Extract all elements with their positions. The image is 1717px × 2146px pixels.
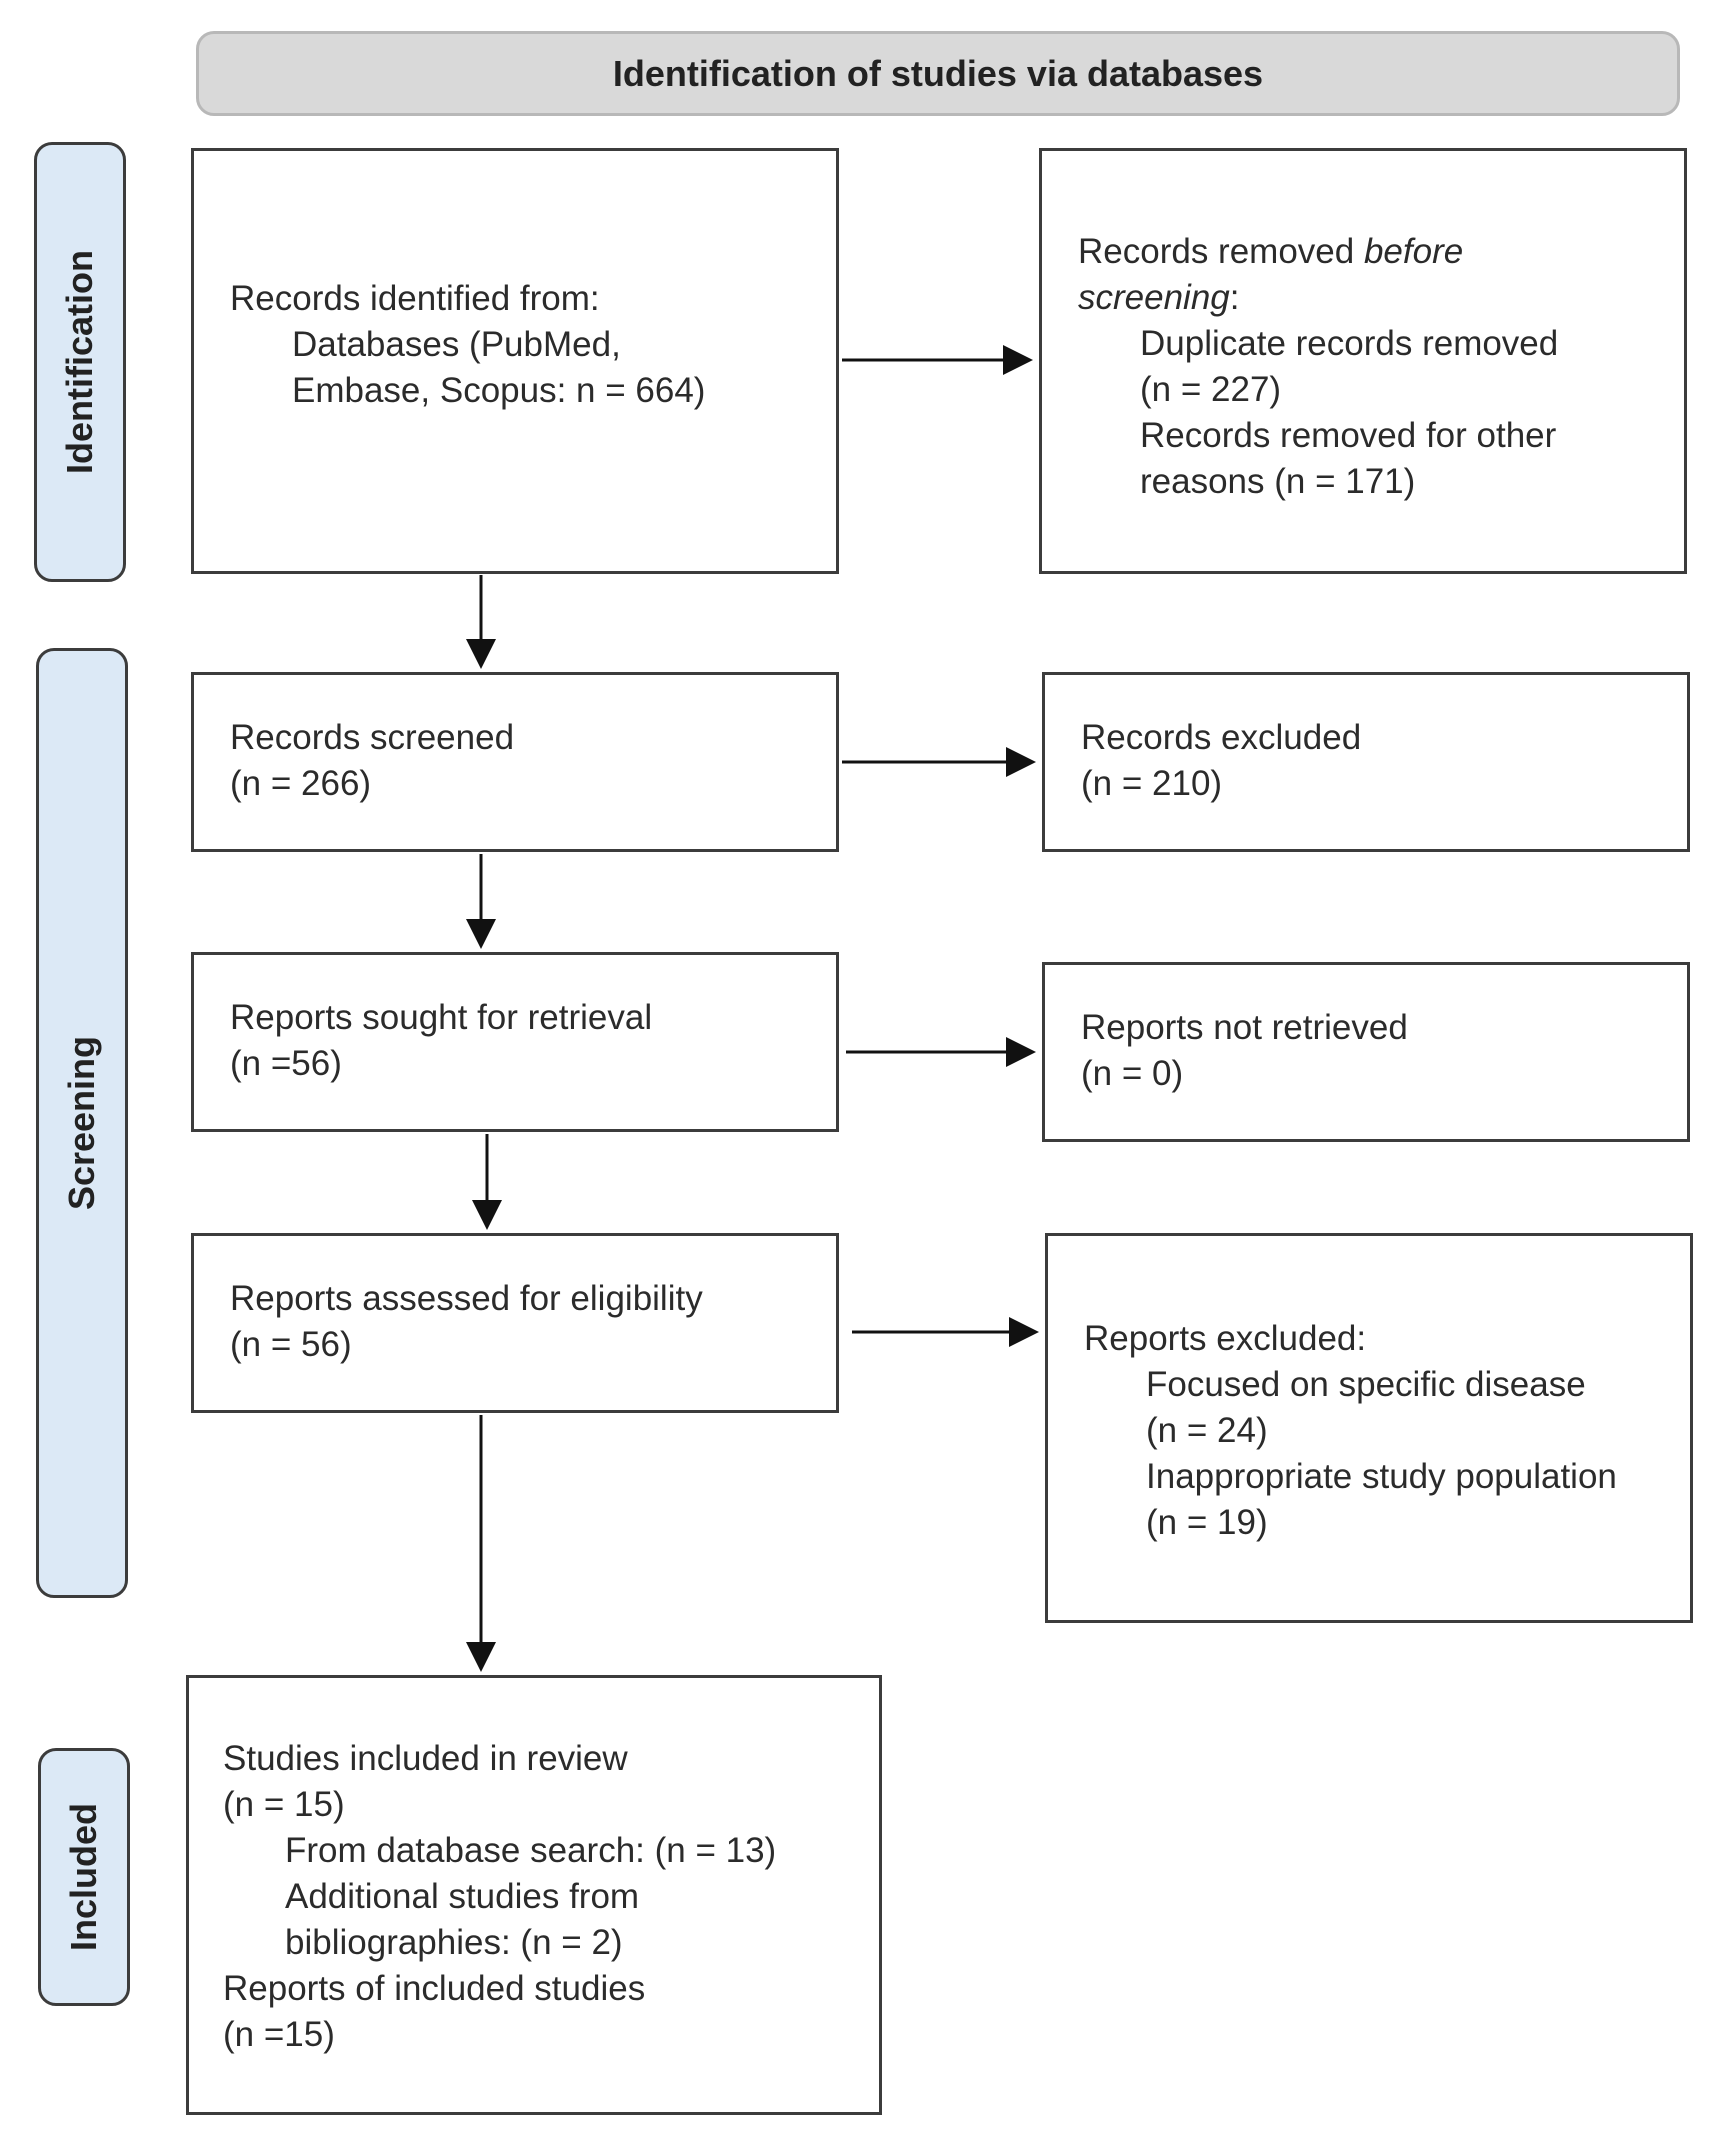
reports-sought-line1: Reports sought for retrieval [230, 998, 653, 1037]
studies-included-line3: From database search: (n = 13) [285, 1831, 777, 1870]
reports-excluded-line1: Reports excluded: [1084, 1319, 1367, 1358]
phase-included: Included [38, 1748, 130, 2006]
phase-screening: Screening [36, 648, 128, 1598]
reports-not-retrieved-box: Reports not retrieved (n = 0) [1042, 962, 1690, 1142]
reports-excluded-box: Reports excluded: Focused on specific di… [1045, 1233, 1693, 1623]
records-excluded-line1: Records excluded [1081, 718, 1362, 757]
reports-not-retrieved-line2: (n = 0) [1081, 1054, 1184, 1093]
records-identified-line2: Databases (PubMed, [292, 325, 621, 364]
records-removed-line2b: : [1229, 278, 1240, 317]
reports-assessed-box: Reports assessed for eligibility (n = 56… [191, 1233, 839, 1413]
studies-included-box: Studies included in review (n = 15) From… [186, 1675, 882, 2115]
records-screened-line2: (n = 266) [230, 764, 372, 803]
records-removed-line5: Records removed for other [1140, 416, 1557, 455]
records-identified-line1: Records identified from: [230, 279, 600, 318]
records-removed-line1b: before [1363, 232, 1464, 271]
reports-excluded-line2: Focused on specific disease [1146, 1365, 1586, 1404]
records-identified-line3: Embase, Scopus: n = 664) [292, 371, 706, 410]
records-removed-line4: (n = 227) [1140, 370, 1282, 409]
records-excluded-line2: (n = 210) [1081, 764, 1223, 803]
records-screened-line1: Records screened [230, 718, 515, 757]
reports-assessed-line1: Reports assessed for eligibility [230, 1279, 703, 1318]
reports-excluded-line5: (n = 19) [1146, 1503, 1268, 1542]
records-removed-box: Records removed before screening: Duplic… [1039, 148, 1687, 574]
reports-excluded-line4: Inappropriate study population [1146, 1457, 1617, 1496]
studies-included-line2: (n = 15) [223, 1785, 345, 1824]
reports-sought-line2: (n =56) [230, 1044, 342, 1083]
studies-included-line7: (n =15) [223, 2015, 335, 2054]
header-title: Identification of studies via databases [612, 52, 1264, 94]
reports-excluded-line3: (n = 24) [1146, 1411, 1268, 1450]
studies-included-line4: Additional studies from [285, 1877, 640, 1916]
records-removed-line2a: screening [1078, 278, 1230, 317]
records-removed-line3: Duplicate records removed [1140, 324, 1559, 363]
reports-assessed-line2: (n = 56) [230, 1325, 352, 1364]
records-screened-box: Records screened (n = 266) [191, 672, 839, 852]
studies-included-line6: Reports of included studies [223, 1969, 646, 2008]
diagram-header: Identification of studies via databases [196, 31, 1680, 116]
records-excluded-box: Records excluded (n = 210) [1042, 672, 1690, 852]
phase-identification: Identification [34, 142, 126, 582]
reports-not-retrieved-line1: Reports not retrieved [1081, 1008, 1408, 1047]
records-identified-box: Records identified from: Databases (PubM… [191, 148, 839, 574]
reports-sought-box: Reports sought for retrieval (n =56) [191, 952, 839, 1132]
records-removed-line1: Records removed before [1078, 229, 1684, 275]
studies-included-line1: Studies included in review [223, 1739, 628, 1778]
records-removed-line6: reasons (n = 171) [1140, 462, 1416, 501]
studies-included-line5: bibliographies: (n = 2) [285, 1923, 623, 1962]
records-removed-line1a: Records removed [1078, 232, 1364, 271]
records-removed-line2: screening: [1078, 275, 1684, 321]
